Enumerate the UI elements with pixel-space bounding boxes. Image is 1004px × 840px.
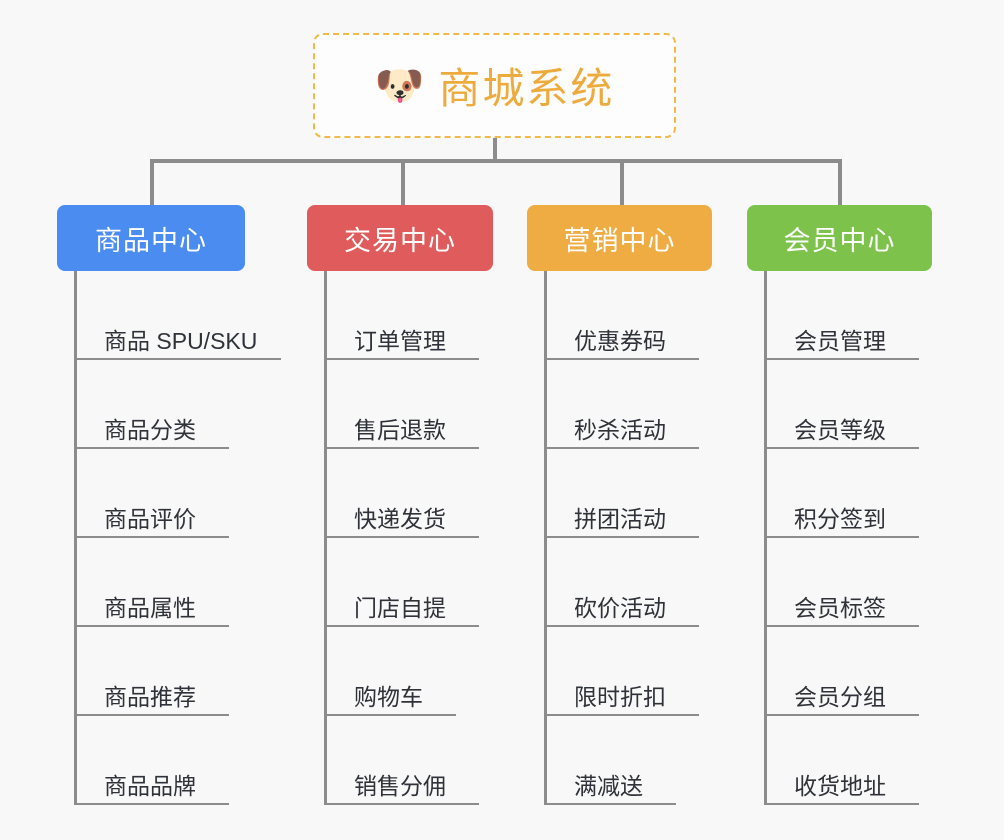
leaf-item-label: 秒杀活动 [574, 416, 666, 443]
leaf-item-label: 优惠券码 [574, 327, 666, 354]
leaf-item-label: 商品品牌 [104, 772, 196, 799]
category-box-4[interactable]: 会员中心 [747, 205, 932, 271]
category-box-1[interactable]: 商品中心 [57, 205, 245, 271]
root-node-title: 商城系统 [438, 65, 615, 112]
leaf-item-label: 会员分组 [794, 683, 886, 710]
leaf-item[interactable]: 订单管理 [324, 271, 479, 360]
connector-drop-2 [401, 159, 405, 205]
leaf-item-label: 销售分佣 [354, 772, 446, 799]
leaf-item-label: 限时折扣 [574, 683, 666, 710]
leaf-spine [324, 271, 327, 805]
leaf-item-label: 商品 SPU/SKU [104, 327, 258, 354]
leaf-item[interactable]: 商品评价 [74, 449, 229, 538]
leaf-item[interactable]: 优惠券码 [544, 271, 699, 360]
category-label: 商品中心 [95, 225, 207, 256]
category-label: 交易中心 [344, 225, 456, 256]
leaf-item[interactable]: 满减送 [544, 716, 676, 805]
leaf-item-label: 满减送 [574, 772, 643, 799]
leaf-item[interactable]: 会员管理 [764, 271, 919, 360]
leaf-item-label: 会员管理 [794, 327, 886, 354]
leaf-item[interactable]: 砍价活动 [544, 538, 699, 627]
leaf-item[interactable]: 商品属性 [74, 538, 229, 627]
category-box-2[interactable]: 交易中心 [307, 205, 493, 271]
leaf-item-label: 会员标签 [794, 594, 886, 621]
connector-drop-1 [150, 159, 154, 205]
root-node-mall-system[interactable]: 🐶 商城系统 [313, 33, 676, 138]
leaf-item[interactable]: 商品分类 [74, 360, 229, 449]
leaf-item[interactable]: 会员等级 [764, 360, 919, 449]
leaf-item[interactable]: 商品品牌 [74, 716, 229, 805]
leaf-item[interactable]: 购物车 [324, 627, 456, 716]
leaf-item[interactable]: 会员分组 [764, 627, 919, 716]
category-label: 营销中心 [563, 225, 676, 256]
leaf-item-label: 快递发货 [354, 505, 446, 532]
leaf-item-label: 商品分类 [104, 416, 196, 443]
connector-horizontal-bar [150, 159, 840, 163]
leaf-item[interactable]: 秒杀活动 [544, 360, 699, 449]
leaf-item-label: 积分签到 [794, 505, 886, 532]
leaf-item-label: 商品评价 [104, 505, 196, 532]
leaf-item[interactable]: 快递发货 [324, 449, 479, 538]
leaf-item-label: 砍价活动 [574, 594, 666, 621]
leaf-item-label: 订单管理 [354, 327, 446, 354]
leaf-spine [764, 271, 767, 805]
leaf-item-label: 门店自提 [354, 594, 446, 621]
leaf-item-label: 售后退款 [354, 416, 446, 443]
leaf-item[interactable]: 商品推荐 [74, 627, 229, 716]
category-box-3[interactable]: 营销中心 [527, 205, 712, 271]
category-label: 会员中心 [783, 225, 896, 256]
leaf-item[interactable]: 拼团活动 [544, 449, 699, 538]
leaf-spine [544, 271, 547, 805]
leaf-item[interactable]: 售后退款 [324, 360, 479, 449]
leaf-item-label: 商品属性 [104, 594, 196, 621]
leaf-item[interactable]: 商品 SPU/SKU [74, 271, 281, 360]
leaf-item-label: 拼团活动 [574, 505, 666, 532]
leaf-item[interactable]: 收货地址 [764, 716, 919, 805]
leaf-item[interactable]: 会员标签 [764, 538, 919, 627]
connector-drop-3 [620, 159, 624, 205]
leaf-item-label: 商品推荐 [104, 683, 196, 710]
leaf-item[interactable]: 限时折扣 [544, 627, 699, 716]
connector-drop-4 [838, 159, 842, 205]
leaf-item-label: 收货地址 [794, 772, 886, 799]
leaf-item[interactable]: 销售分佣 [324, 716, 479, 805]
leaf-item[interactable]: 门店自提 [324, 538, 479, 627]
leaf-item[interactable]: 积分签到 [764, 449, 919, 538]
connector-root-stem [493, 138, 497, 162]
dog-face-icon: 🐶 [374, 63, 425, 108]
leaf-item-label: 购物车 [354, 683, 423, 710]
leaf-item-label: 会员等级 [794, 416, 886, 443]
leaf-spine [74, 271, 77, 805]
